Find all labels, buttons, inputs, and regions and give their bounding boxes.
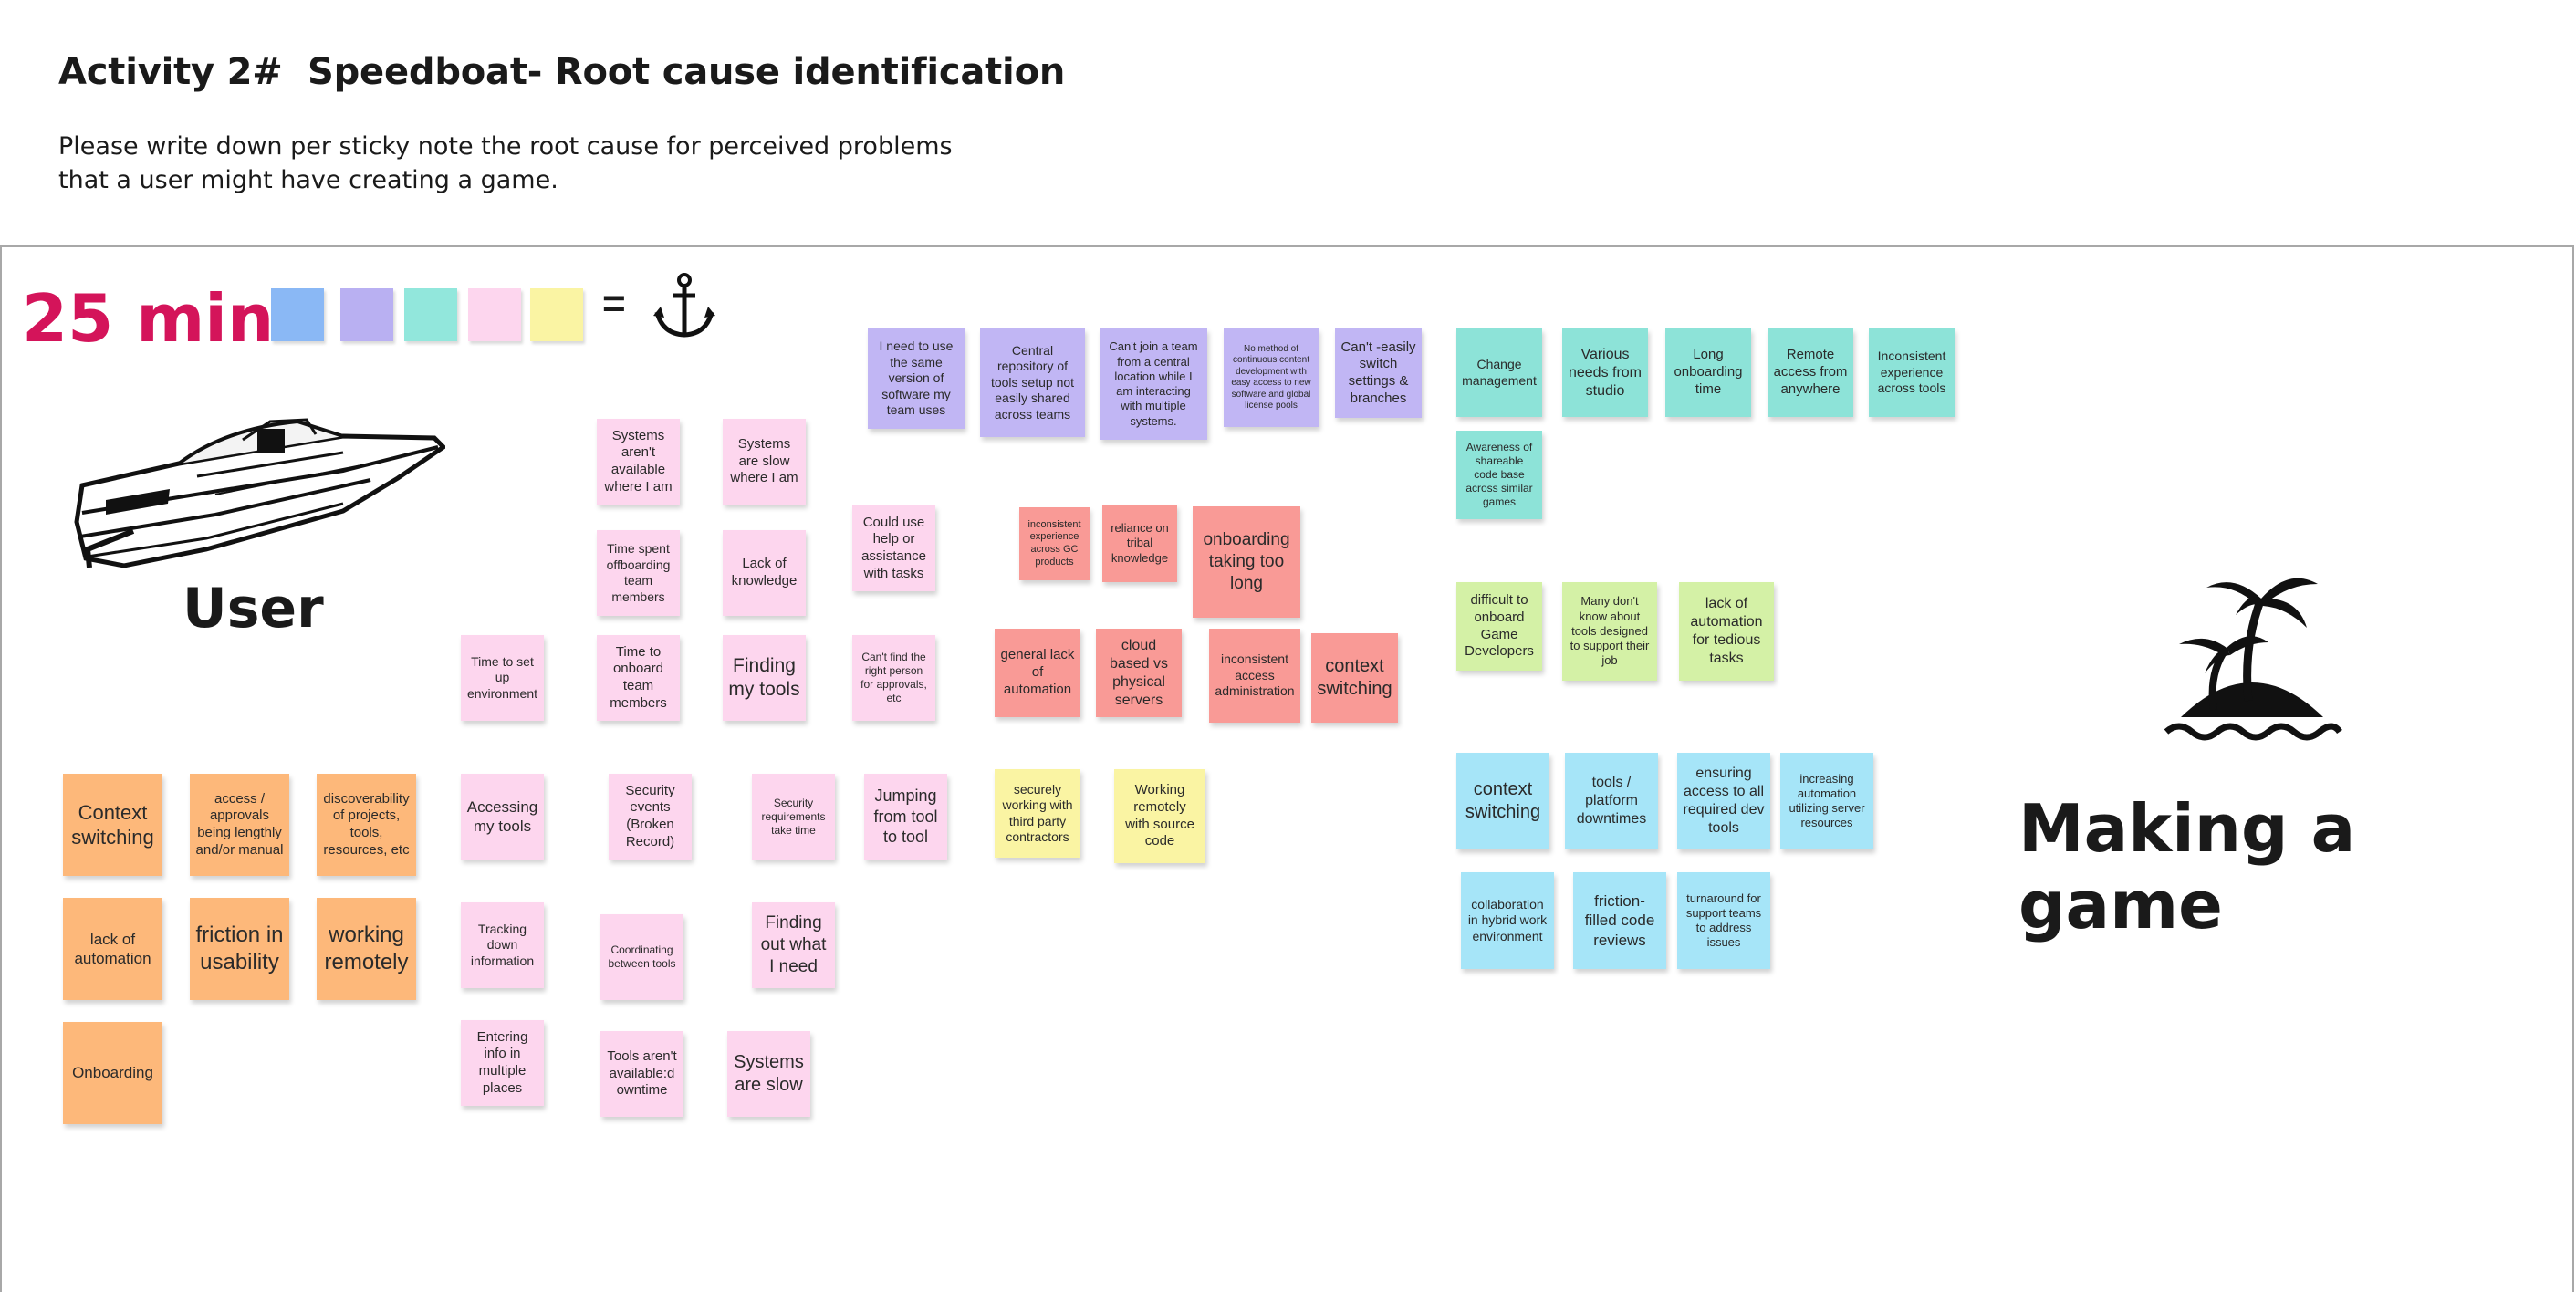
timer-label: 25 min	[22, 280, 275, 357]
equals-sign: =	[602, 281, 626, 326]
sticky-note-red[interactable]: cloud based vs physical servers	[1096, 629, 1182, 717]
legend-swatch-teal	[404, 288, 457, 341]
sticky-note-pink[interactable]: Systems are slow where I am	[723, 419, 806, 505]
sticky-note-pink[interactable]: Systems are slow	[727, 1031, 810, 1117]
sticky-note-blue[interactable]: tools / platform downtimes	[1565, 753, 1658, 849]
sticky-note-purple[interactable]: Can't join a team from a central locatio…	[1100, 328, 1207, 440]
sticky-note-orange[interactable]: working remotely	[317, 898, 416, 1000]
sticky-note-pink[interactable]: Time spent offboarding team members	[597, 530, 680, 616]
board-frame	[0, 245, 2574, 1292]
sticky-note-pink[interactable]: Systems aren't available where I am	[597, 419, 680, 505]
sticky-note-teal[interactable]: Remote access from anywhere	[1768, 328, 1853, 417]
sticky-note-orange[interactable]: access / approvals being lengthly and/or…	[190, 774, 289, 876]
sticky-note-blue[interactable]: turnaround for support teams to address …	[1677, 872, 1770, 969]
sticky-note-green[interactable]: lack of automation for tedious tasks	[1679, 582, 1774, 681]
sticky-note-pink[interactable]: Tracking down information	[461, 902, 544, 988]
sticky-note-pink[interactable]: Finding my tools	[723, 635, 806, 721]
sticky-note-blue[interactable]: collaboration in hybrid work environment	[1461, 872, 1554, 969]
sticky-note-blue[interactable]: increasing automation utilizing server r…	[1780, 753, 1873, 849]
anchor-icon	[653, 273, 715, 338]
sticky-note-red[interactable]: inconsistent experience across GC produc…	[1019, 507, 1090, 580]
sticky-note-pink[interactable]: Could use help or assistance with tasks	[852, 505, 935, 591]
legend-swatch-yellow	[530, 288, 583, 341]
speedboat-icon	[74, 418, 445, 568]
sticky-note-green[interactable]: Many don't know about tools designed to …	[1562, 582, 1657, 681]
sticky-note-yellow[interactable]: securely working with third party contra…	[995, 769, 1080, 858]
sticky-note-pink[interactable]: Accessing my tools	[461, 774, 544, 860]
sticky-note-pink[interactable]: Lack of knowledge	[723, 530, 806, 616]
sticky-note-pink[interactable]: Finding out what I need	[752, 902, 835, 988]
sticky-note-green[interactable]: difficult to onboard Game Developers	[1456, 582, 1542, 671]
sticky-note-pink[interactable]: Tools aren't available:d owntime	[600, 1031, 683, 1117]
sticky-note-pink[interactable]: Jumping from tool to tool	[864, 774, 947, 860]
sticky-note-purple[interactable]: I need to use the same version of softwa…	[868, 328, 965, 429]
sticky-note-pink[interactable]: Security events (Broken Record)	[609, 774, 692, 860]
sticky-note-teal[interactable]: Various needs from studio	[1562, 328, 1648, 417]
sticky-note-teal[interactable]: Long onboarding time	[1665, 328, 1751, 417]
sticky-note-purple[interactable]: Can't -easily switch settings & branches	[1335, 328, 1422, 418]
sticky-note-red[interactable]: reliance on tribal knowledge	[1102, 505, 1177, 582]
sticky-note-orange[interactable]: Context switching	[63, 774, 162, 876]
sticky-note-pink[interactable]: Time to onboard team members	[597, 635, 680, 721]
sticky-note-teal[interactable]: Change management	[1456, 328, 1542, 417]
sticky-note-blue[interactable]: ensuring access to all required dev tool…	[1677, 753, 1770, 849]
goal-label: Making a game	[2018, 790, 2356, 943]
sticky-note-pink[interactable]: Time to set up environment	[461, 635, 544, 721]
sticky-note-red[interactable]: onboarding taking too long	[1193, 506, 1300, 618]
sticky-note-pink[interactable]: Entering info in multiple places	[461, 1020, 544, 1106]
page-title: Activity 2# Speedboat- Root cause identi…	[58, 51, 1066, 93]
sticky-note-red[interactable]: context switching	[1311, 633, 1398, 723]
sticky-note-orange[interactable]: lack of automation	[63, 898, 162, 1000]
sticky-note-red[interactable]: general lack of automation	[995, 629, 1080, 717]
user-label: User	[183, 577, 324, 641]
sticky-note-orange[interactable]: discoverability of projects, tools, reso…	[317, 774, 416, 876]
island-icon	[2164, 578, 2342, 741]
legend-swatch-pink	[468, 288, 521, 341]
sticky-note-teal[interactable]: Inconsistent experience across tools	[1869, 328, 1955, 417]
sticky-note-purple[interactable]: Central repository of tools setup not ea…	[980, 328, 1085, 437]
sticky-note-purple[interactable]: No method of continuous content developm…	[1224, 328, 1319, 427]
sticky-note-yellow[interactable]: Working remotely with source code	[1114, 769, 1205, 863]
legend-swatch-purple	[340, 288, 393, 341]
sticky-note-blue[interactable]: friction-filled code reviews	[1573, 872, 1666, 969]
legend-swatch-blue	[271, 288, 324, 341]
sticky-note-orange[interactable]: Onboarding	[63, 1022, 162, 1124]
sticky-note-orange[interactable]: friction in usability	[190, 898, 289, 1000]
sticky-note-pink[interactable]: Security requirements take time	[752, 774, 835, 860]
sticky-note-pink[interactable]: Can't find the right person for approval…	[852, 635, 935, 721]
sticky-note-red[interactable]: inconsistent access administration	[1209, 629, 1300, 723]
sticky-note-blue[interactable]: context switching	[1456, 753, 1549, 849]
sticky-note-teal[interactable]: Awareness of shareable code base across …	[1456, 431, 1542, 519]
activity-description: Please write down per sticky note the ro…	[58, 132, 953, 194]
sticky-note-pink[interactable]: Coordinating between tools	[600, 914, 683, 1000]
